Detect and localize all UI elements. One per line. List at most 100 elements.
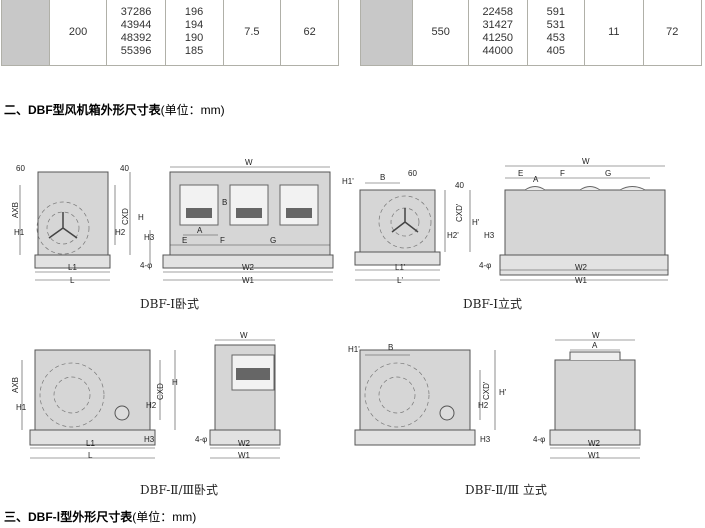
airflow-value: 41250: [482, 32, 514, 44]
dimension-label: W: [240, 331, 248, 340]
dimension-label: 4-φ: [195, 435, 207, 444]
model-cell: [359, 0, 414, 66]
power-cell: 11: [584, 0, 644, 66]
dimension-label: W: [582, 157, 590, 166]
dimension-label: A: [592, 341, 598, 350]
dimension-label: E: [182, 236, 187, 245]
dimension-label: W: [592, 331, 600, 340]
dimension-label: H': [499, 388, 507, 397]
heading-unit: (单位：mm): [160, 103, 225, 117]
dimension-label: 4-φ: [140, 261, 152, 270]
dimension-label: CXD': [482, 381, 491, 400]
pressure-value: 196: [184, 6, 204, 18]
dimension-label: H1': [348, 345, 360, 354]
dimension-label: H: [138, 213, 144, 222]
size-cell: 200: [48, 0, 108, 66]
dimension-label: H2: [478, 401, 489, 410]
dimension-label: H3: [144, 233, 155, 242]
pressure-value: 185: [184, 45, 204, 57]
dimension-label: E: [518, 169, 523, 178]
dimension-label: H1': [342, 177, 354, 186]
heading-title: 二、DBF型风机箱外形尺寸表: [4, 103, 161, 117]
dimension-label: H1: [16, 403, 27, 412]
dimension-label: CXD: [121, 208, 130, 225]
dimension-label: G: [270, 236, 276, 245]
pressure-value: 531: [546, 19, 565, 31]
dimension-label: L: [88, 451, 93, 460]
dimension-label: H3: [484, 231, 495, 240]
airflow-value: 31427: [482, 19, 514, 31]
caption: DBF-Ⅱ/Ⅲ 立式: [465, 482, 547, 497]
dimension-label: A: [197, 226, 203, 235]
dimension-label: H2': [447, 231, 459, 240]
dimension-label: W2: [242, 263, 255, 272]
drawing-dbf1-horizontal: 60 40 AXB H1 H2 CXD H L1L W B A E F G H3 4-φ W2W…: [11, 158, 334, 311]
dimension-label: G: [605, 169, 611, 178]
dimension-label: W2: [588, 439, 601, 448]
heading-unit: (单位：mm): [132, 510, 197, 524]
dimension-label: CXD: [156, 383, 165, 400]
section-heading-dimensions: 二、DBF型风机箱外形尺寸表(单位：mm): [4, 101, 225, 118]
dimension-label: L1': [395, 263, 406, 272]
airflow-value: 22458: [482, 6, 514, 18]
dimension-label: W1: [575, 276, 588, 285]
size-cell: 550: [412, 0, 469, 66]
dimension-label: W1: [242, 276, 255, 285]
dimension-label: F: [560, 169, 565, 178]
dimension-label: 4-φ: [479, 261, 491, 270]
caption: DBF-Ⅰ卧式: [140, 297, 199, 311]
dimension-label: H2: [115, 228, 126, 237]
noise-cell: 62: [280, 0, 339, 66]
dimension-label: 40: [455, 181, 464, 190]
pressure-value: 453: [546, 32, 565, 44]
dimension-label: L': [397, 276, 403, 285]
airflow-value: 37286: [120, 6, 152, 18]
airflow-value: 43944: [120, 19, 152, 31]
dimension-label: H2: [146, 401, 157, 410]
dimension-label: H3: [480, 435, 491, 444]
pressure-value: 190: [184, 32, 204, 44]
dimension-label: 40: [120, 164, 129, 173]
dimension-label: AXB: [11, 202, 20, 218]
dimension-label: W1: [588, 451, 601, 460]
airflow-value: 44000: [482, 45, 514, 57]
dimension-label: L1: [68, 263, 77, 272]
airflow-value: 55396: [120, 45, 152, 57]
power-cell: 7.5: [222, 0, 282, 66]
dimension-label: H: [172, 378, 178, 387]
dimension-label: 60: [408, 169, 417, 178]
dimension-label: 4-φ: [533, 435, 545, 444]
pressure-value: 194: [184, 19, 204, 31]
dimension-label: B: [388, 343, 393, 352]
dimension-label: H3: [144, 435, 155, 444]
dimension-label: AXB: [11, 377, 20, 393]
pressure-value: 591: [546, 6, 565, 18]
dimension-label: L: [70, 276, 75, 285]
dimension-label: H': [472, 218, 480, 227]
model-cell: [1, 0, 50, 66]
dimension-label: 60: [16, 164, 25, 173]
dimension-label: L1: [86, 439, 95, 448]
dimension-label: F: [220, 236, 225, 245]
dimension-label: W2: [238, 439, 251, 448]
dimension-label: CXD': [455, 203, 464, 222]
caption: DBF-Ⅰ立式: [463, 296, 522, 311]
dimension-label: B: [380, 173, 385, 182]
dimension-label: B: [222, 198, 227, 207]
dimension-label: W: [245, 158, 253, 167]
dimension-label: W1: [238, 451, 251, 460]
dimension-label: H1: [14, 228, 25, 237]
heading-title: 三、DBF-Ⅰ型外形尺寸表: [4, 510, 133, 524]
noise-cell: 72: [642, 0, 702, 66]
dimension-label: A: [533, 175, 539, 184]
